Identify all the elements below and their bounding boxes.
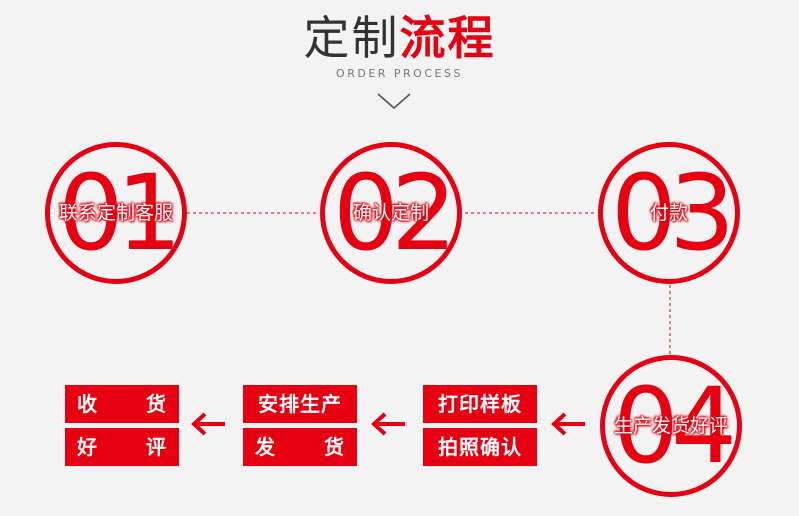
stage-review-char-2: 评 bbox=[146, 435, 167, 459]
title-main: 定制 bbox=[303, 11, 400, 65]
step-number: 03 bbox=[610, 152, 735, 274]
step-label: 生产发货好评 bbox=[613, 415, 728, 437]
arrow-left-icon bbox=[551, 412, 585, 436]
step-circle-01: 01 联系定制客服 bbox=[45, 142, 187, 284]
stage-arrange-production: 安排生产 bbox=[243, 385, 357, 423]
step-circle-03: 03 付款 bbox=[598, 142, 740, 284]
step-number: 02 bbox=[332, 152, 457, 274]
stage-print-sample: 打印样板 bbox=[423, 385, 537, 423]
arrow-left-icon bbox=[371, 412, 405, 436]
step-label: 付款 bbox=[649, 202, 688, 224]
connector-2-3 bbox=[465, 212, 597, 214]
step-circle-02: 02 确认定制 bbox=[320, 142, 462, 284]
step-circle-04: 04 生产发货好评 bbox=[600, 355, 742, 497]
arrow-left-icon bbox=[191, 412, 225, 436]
stage-ship: 发 货 bbox=[243, 428, 357, 466]
step-number: 04 bbox=[612, 365, 737, 487]
title-highlight: 流程 bbox=[399, 11, 496, 65]
connector-3-4 bbox=[669, 285, 671, 357]
stage-ship-char-1: 发 bbox=[255, 435, 276, 459]
stage-receive: 收 货 bbox=[65, 385, 179, 423]
stage-review: 好 评 bbox=[65, 428, 179, 466]
connector-1-2 bbox=[187, 212, 319, 214]
stage-receive-char-1: 收 bbox=[77, 392, 98, 416]
step-label: 确认定制 bbox=[352, 202, 429, 224]
stage-receive-char-2: 货 bbox=[146, 392, 167, 416]
step-label: 联系定制客服 bbox=[58, 202, 173, 224]
chevron-down-icon bbox=[377, 93, 411, 110]
page-title: 定制流程 bbox=[0, 8, 799, 68]
page-subtitle: ORDER PROCESS bbox=[336, 67, 463, 80]
stage-review-char-1: 好 bbox=[77, 435, 98, 459]
stage-photo-confirm: 拍照确认 bbox=[423, 428, 537, 466]
stage-ship-char-2: 货 bbox=[324, 435, 345, 459]
step-number: 01 bbox=[57, 152, 182, 274]
